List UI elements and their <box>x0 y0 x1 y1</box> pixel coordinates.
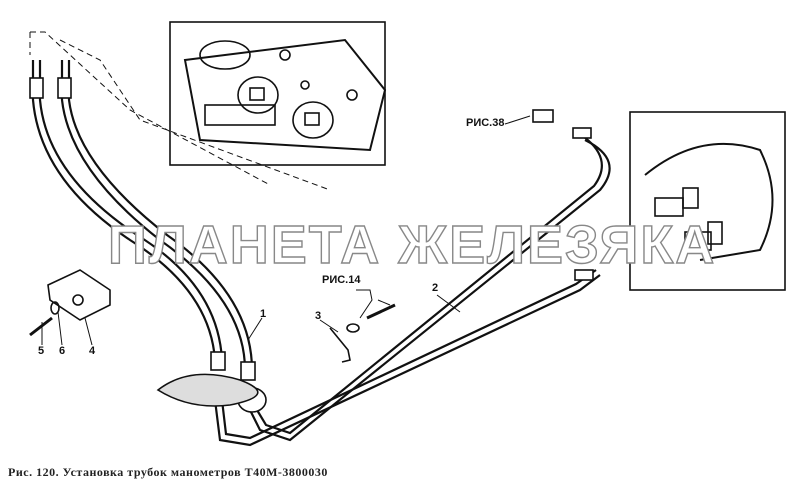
part-4-label: 4 <box>89 345 96 357</box>
watermark: ПЛАНЕТА ЖЕЛЕЗЯКА <box>107 214 717 275</box>
part-6-label: 6 <box>59 345 66 357</box>
part-3-label: 3 <box>315 310 322 322</box>
ref-fig14-label: РИС.14 <box>322 274 361 286</box>
gauge-connection-inset <box>629 111 786 291</box>
part-1-label: 1 <box>260 308 267 320</box>
figure-caption: Рис. 120. Установка трубок манометров Т4… <box>8 465 328 479</box>
ref-fig38-label: РИС.38 <box>466 117 505 129</box>
part-5-label: 5 <box>38 345 45 357</box>
leader-lines <box>41 115 531 346</box>
gauge-panel-inset <box>169 21 387 166</box>
dashed-leader-lines <box>29 31 331 191</box>
tube-fittings <box>29 77 594 413</box>
part-2-label: 2 <box>432 282 439 294</box>
clamp-parts <box>29 269 396 363</box>
